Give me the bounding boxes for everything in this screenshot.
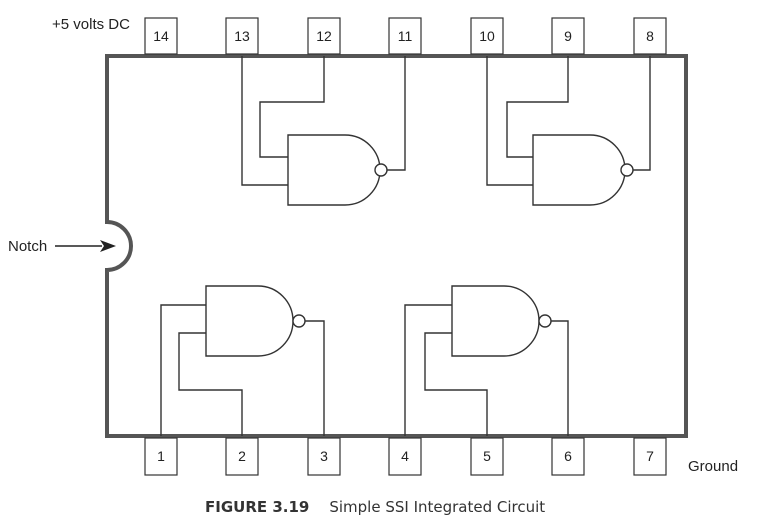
nand-gate-bottom-right (404, 285, 569, 436)
pin-4 (388, 437, 422, 476)
pin-12 (307, 17, 341, 55)
pin-10 (470, 17, 504, 55)
wire-pin11 (387, 56, 406, 171)
pin-number-4: 4 (401, 448, 409, 464)
wire-pin3 (305, 320, 325, 436)
caption-label: FIGURE 3.19 (205, 498, 309, 516)
pin-8 (633, 17, 667, 55)
nand-gate-top-right (486, 56, 651, 206)
gate-body (287, 134, 381, 206)
pin-2 (225, 437, 259, 476)
gate-body (451, 285, 540, 357)
arrow-head-icon (100, 240, 116, 252)
pin-number-1: 1 (157, 448, 165, 464)
pin-number-6: 6 (564, 448, 572, 464)
gate-bubble (292, 314, 306, 328)
pin-6 (551, 437, 585, 476)
pin-number-13: 13 (234, 28, 250, 44)
caption-text: Simple SSI Integrated Circuit (329, 498, 545, 516)
wire-pin6 (551, 320, 569, 436)
bottom-pin-numbers: 1 2 3 4 5 6 7 (157, 448, 654, 464)
figure-caption: FIGURE 3.19 Simple SSI Integrated Circui… (205, 498, 545, 516)
bottom-pins (144, 437, 667, 476)
gate-bubble (538, 314, 552, 328)
pin-number-9: 9 (564, 28, 572, 44)
gate-body (532, 134, 626, 206)
gate-bubble (620, 163, 634, 177)
pin-number-14: 14 (153, 28, 169, 44)
vcc-label: +5 volts DC (52, 16, 130, 33)
top-pins (144, 17, 667, 55)
pin-number-3: 3 (320, 448, 328, 464)
wire-pin4 (404, 304, 452, 436)
wire-pin8 (633, 56, 651, 171)
top-pin-numbers: 14 13 12 11 10 9 8 (153, 28, 654, 44)
wire-pin13 (241, 56, 288, 186)
pin-9 (551, 17, 585, 55)
pin-14 (144, 17, 178, 55)
gate-bubble (374, 163, 388, 177)
pin-5 (470, 437, 504, 476)
wire-pin9 (506, 56, 569, 158)
wire-pin10 (486, 56, 533, 186)
pin-number-5: 5 (483, 448, 491, 464)
wire-pin1 (160, 304, 206, 436)
pin-number-2: 2 (238, 448, 246, 464)
notch-arrow (55, 240, 116, 252)
pin-number-10: 10 (479, 28, 495, 44)
nand-gate-bottom-left (160, 285, 325, 436)
pin-7 (633, 437, 667, 476)
gate-body (205, 285, 294, 357)
pin-number-8: 8 (646, 28, 654, 44)
nand-gate-top-left (241, 56, 406, 206)
ground-label: Ground (688, 458, 738, 475)
pin-number-12: 12 (316, 28, 332, 44)
pin-1 (144, 437, 178, 476)
pin-number-7: 7 (646, 448, 654, 464)
notch-label: Notch (8, 238, 47, 255)
pin-11 (388, 17, 422, 55)
wire-pin12 (259, 56, 325, 158)
wire-pin2 (178, 332, 243, 436)
wire-pin5 (424, 332, 488, 436)
chip-body (105, 54, 688, 438)
pin-13 (225, 17, 259, 55)
pin-3 (307, 437, 341, 476)
pin-number-11: 11 (398, 28, 413, 44)
